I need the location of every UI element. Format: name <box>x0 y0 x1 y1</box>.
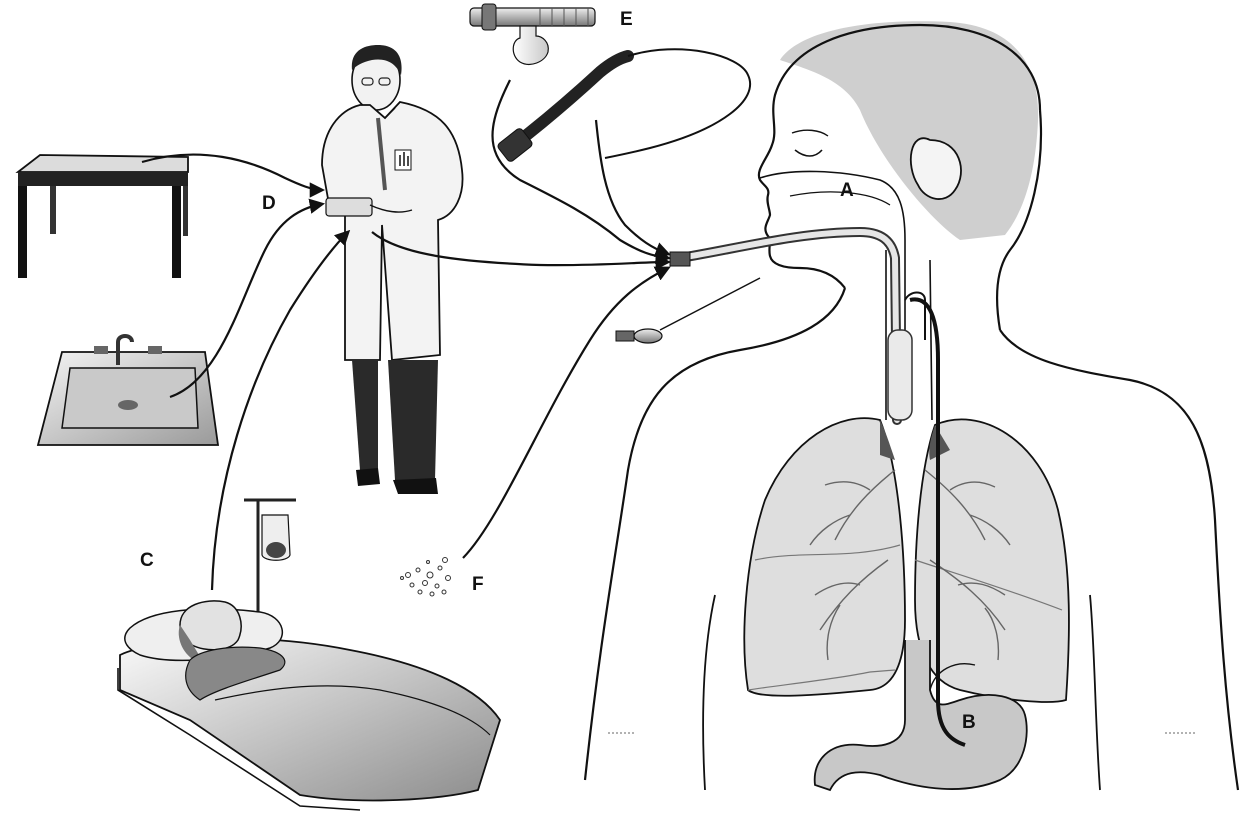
route-circuit-to-tube <box>493 80 669 258</box>
label-a: A <box>840 181 854 200</box>
table-illustration <box>18 155 188 278</box>
airborne-particles <box>401 558 451 597</box>
lung-left-side <box>744 418 905 696</box>
bronchoscope <box>496 49 750 163</box>
label-f: F <box>472 575 484 594</box>
label-c: C <box>140 551 154 570</box>
route-air-to-tube <box>463 268 668 558</box>
healthcare-worker <box>322 45 463 494</box>
nasal-cavity <box>760 171 905 420</box>
lab-coat <box>322 102 463 360</box>
eye <box>795 150 822 156</box>
ventilator-connector <box>470 4 595 64</box>
label-d: D <box>262 194 276 213</box>
route-scope-to-tube <box>596 120 668 254</box>
sink-illustration <box>38 336 218 445</box>
label-b: B <box>962 713 976 732</box>
patient-anatomy <box>585 21 1238 790</box>
head-shading <box>780 21 1038 240</box>
bed-patient <box>118 500 500 810</box>
label-e: E <box>620 10 633 29</box>
